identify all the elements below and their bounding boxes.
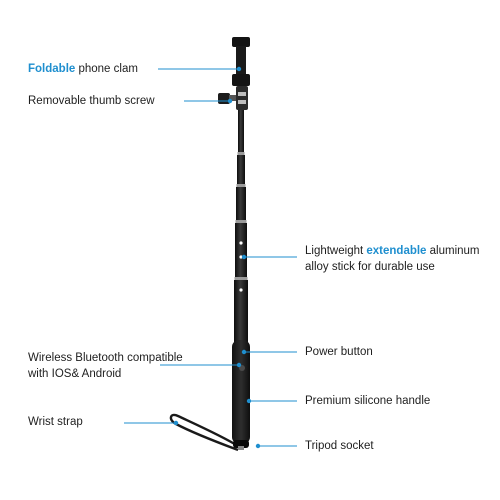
- label-wrist-strap: Wrist strap: [28, 416, 83, 428]
- thumb-screw: [218, 86, 248, 110]
- callout-lines: [124, 66, 297, 449]
- telescopic-pole: [234, 110, 248, 342]
- label-stick-pre: Lightweight: [305, 245, 367, 257]
- label-wireless-line2: with IOS& Android: [28, 368, 122, 380]
- label-stick-post: aluminum: [426, 245, 480, 257]
- label-thumb-screw: Removable thumb screw: [28, 95, 155, 107]
- label-wireless-line1: Wireless Bluetooth compatible: [28, 352, 183, 364]
- label-stick-line2: alloy stick for durable use: [305, 261, 435, 273]
- silicone-handle: [232, 340, 250, 450]
- label-extendable-stick: Lightweight extendable aluminum alloy st…: [305, 243, 480, 275]
- label-power-button: Power button: [305, 346, 373, 358]
- label-clamp-highlight: Foldable: [28, 63, 76, 75]
- wrist-strap-cord: [169, 413, 239, 452]
- label-stick-highlight: extendable: [366, 245, 427, 257]
- label-silicone-handle: Premium silicone handle: [305, 395, 431, 407]
- phone-clamp: [232, 37, 250, 86]
- label-wireless-bluetooth: Wireless Bluetooth compatible with IOS& …: [28, 350, 183, 382]
- label-foldable-phone-clamp: Foldable phone clam: [28, 61, 138, 77]
- label-tripod-socket: Tripod socket: [305, 440, 374, 452]
- label-clamp-rest: phone clam: [75, 63, 138, 75]
